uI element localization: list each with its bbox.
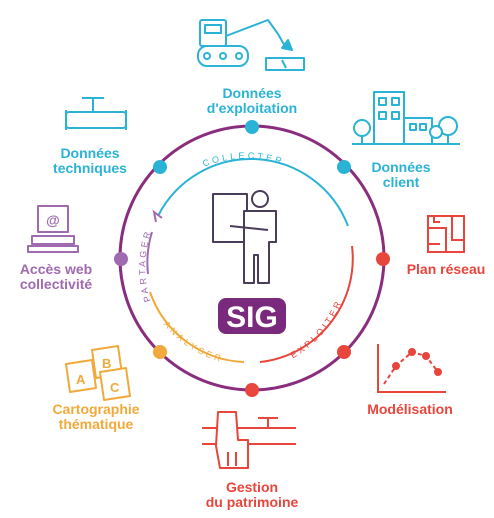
label-line: thématique [58, 416, 134, 432]
network-plan-icon [427, 215, 465, 253]
node-dot-plan-reseau [376, 252, 390, 266]
label-line: techniques [53, 160, 127, 176]
map-tiles-icon: A B C [65, 345, 131, 401]
node-dot-donnees-client [337, 160, 351, 174]
inner-arc-share [146, 231, 153, 275]
presenter-icon [212, 190, 277, 284]
label-line: Données [371, 159, 431, 175]
inner-arc-collect [157, 157, 349, 227]
ring-word-partager: PARTAGER [137, 228, 153, 303]
label-donnees-exploitation: Données d'exploitation [196, 86, 308, 116]
inner-cycle [146, 157, 354, 363]
sig-title: SIG [226, 301, 278, 334]
label-line: Gestion [225, 479, 279, 495]
label-gestion-patrimoine: Gestion du patrimoine [196, 480, 308, 510]
inner-arc-analyse [149, 291, 245, 363]
label-line: du patrimoine [205, 494, 299, 510]
svg-text:@: @ [46, 212, 60, 228]
excavator-icon [197, 19, 305, 71]
web-terminal-icon: @ [27, 205, 79, 253]
node-dot-modelisation [337, 345, 351, 359]
label-cartographie-thematique: Cartographie thématique [40, 402, 152, 432]
label-line: Cartographie [52, 401, 140, 417]
label-line: collectivité [19, 276, 93, 292]
hand-valve-icon [202, 411, 296, 469]
label-acces-web-collectivite: Accès web collectivité [2, 262, 110, 292]
inner-arrow-icon [152, 209, 163, 223]
label-line: Données [222, 85, 282, 101]
label-line: Données [60, 145, 120, 161]
label-plan-reseau: Plan réseau [398, 262, 494, 277]
label-modelisation: Modélisation [358, 402, 462, 417]
svg-text:A: A [76, 372, 86, 387]
node-dot-acces-web [114, 252, 128, 266]
node-dot-donnees-exploitation [245, 120, 259, 134]
pipe-valve-icon [65, 97, 127, 130]
svg-text:B: B [102, 356, 111, 371]
label-line: Plan réseau [406, 261, 486, 277]
label-line: client [382, 174, 420, 190]
line-chart-icon [377, 344, 446, 393]
node-dot-donnees-techniques [153, 160, 167, 174]
sig-badge: SIG [218, 298, 286, 334]
label-donnees-techniques: Données techniques [42, 146, 138, 176]
inner-arc-exploit [259, 245, 354, 363]
ring-word-analyser: ANALYSER [162, 319, 225, 364]
label-line: Modélisation [367, 401, 453, 417]
node-dot-gestion-patrimoine [245, 383, 259, 397]
label-donnees-client: Données client [356, 160, 446, 190]
node-dot-cartographie-thematique [153, 345, 167, 359]
label-line: d'exploitation [206, 100, 298, 116]
buildings-trees-icon [352, 91, 460, 145]
svg-text:C: C [110, 380, 120, 395]
ring-word-exploiter: EXPLOITER [288, 298, 344, 361]
label-line: Accès web [19, 261, 93, 277]
